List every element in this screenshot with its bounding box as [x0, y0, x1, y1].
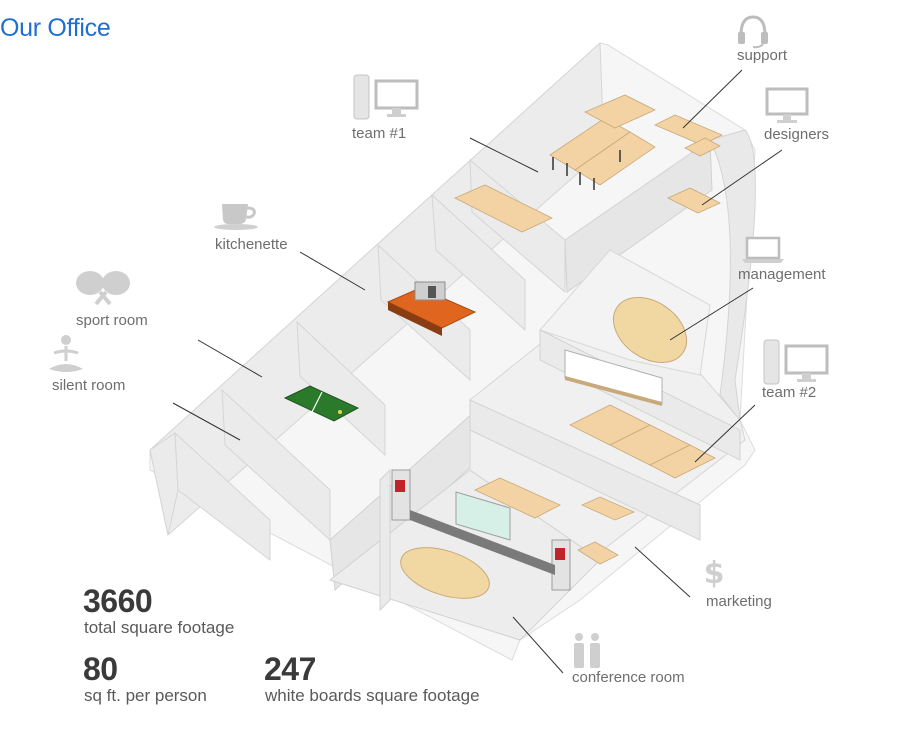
ping-pong-table [283, 385, 360, 422]
room-label-support: support [737, 47, 788, 64]
kitchenette-counter [386, 281, 477, 336]
room-label-management: management [738, 266, 826, 283]
laptop-icon [742, 236, 784, 263]
room-label-team2: team #2 [762, 384, 817, 401]
team1-desks [549, 94, 656, 186]
ping-pong-paddles-icon [76, 271, 130, 306]
svg-text:$: $ [704, 556, 725, 589]
room-label-silent: silent room [52, 377, 126, 394]
room-label-sport: sport room [76, 312, 148, 329]
spine-wall-upper [564, 139, 713, 293]
room-label-team1: team #1 [352, 125, 407, 142]
support-desks [654, 114, 723, 157]
room-label-kitchenette: kitchenette [215, 236, 288, 253]
conference-table [400, 547, 490, 599]
monitor-icon [765, 87, 809, 123]
management-table [613, 297, 687, 363]
stat-per-person-value: 80 [83, 651, 118, 687]
designers-desks [667, 187, 721, 214]
page-title: Our Office [0, 14, 111, 42]
meditation-icon [49, 335, 83, 372]
people-icon [574, 633, 600, 668]
marketing-desks [474, 477, 636, 565]
room-label-designers: designers [764, 126, 830, 143]
conference-furniture [391, 469, 571, 599]
whiteboard [564, 349, 663, 406]
desktop-computer-icon [353, 74, 419, 120]
team1-desk-legs [552, 150, 621, 190]
pointer-lines [172, 69, 783, 674]
dollar-icon: $ [704, 556, 725, 589]
stat-total-value: 3660 [83, 583, 153, 619]
room-label-conference: conference room [572, 669, 685, 686]
stat-whiteboards-value: 247 [264, 651, 316, 687]
stat-per-person-label: sq ft. per person [84, 686, 207, 705]
desktop-computer-icon [763, 339, 829, 385]
stat-total-label: total square footage [84, 618, 235, 637]
team2-desks [569, 404, 716, 479]
stat-whiteboards-label: white boards square footage [265, 686, 480, 705]
team1-extra-desks [454, 184, 553, 233]
room-label-marketing: marketing [706, 593, 772, 610]
headset-icon [738, 15, 768, 49]
coffee-cup-icon [214, 204, 258, 230]
